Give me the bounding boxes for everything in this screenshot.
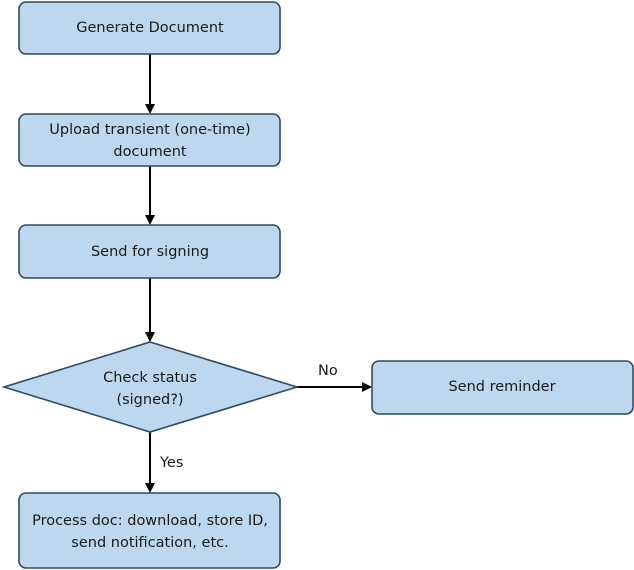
node-process-doc bbox=[18, 492, 281, 569]
arrowhead-upload bbox=[145, 104, 155, 114]
node-send-for-signing-label: Send for signing bbox=[91, 244, 209, 260]
arrowhead-check bbox=[145, 332, 155, 342]
arrowhead-send bbox=[145, 215, 155, 225]
arrowhead-process bbox=[145, 483, 155, 493]
decision-check-status bbox=[1, 341, 300, 433]
node-process-doc-label-line1: Process doc: download, store ID, bbox=[32, 513, 268, 529]
node-send-reminder-label: Send reminder bbox=[448, 379, 555, 395]
node-process-doc-label-line2: send notification, etc. bbox=[71, 535, 228, 551]
node-send-reminder bbox=[371, 360, 634, 415]
node-generate-document bbox=[18, 1, 281, 55]
node-upload-document-label-line1: Upload transient (one-time) bbox=[49, 122, 250, 138]
node-send-for-signing bbox=[18, 224, 281, 279]
node-upload-document bbox=[18, 113, 281, 167]
edge-label-no: No bbox=[318, 363, 338, 379]
decision-check-status-label-line2: (signed?) bbox=[116, 392, 183, 408]
node-generate-document-label: Generate Document bbox=[76, 20, 224, 36]
arrowhead-reminder bbox=[362, 382, 372, 392]
decision-check-status-label-line1: Check status bbox=[103, 370, 197, 386]
node-upload-document-label-line2: document bbox=[113, 144, 186, 160]
edge-label-yes: Yes bbox=[159, 455, 183, 471]
